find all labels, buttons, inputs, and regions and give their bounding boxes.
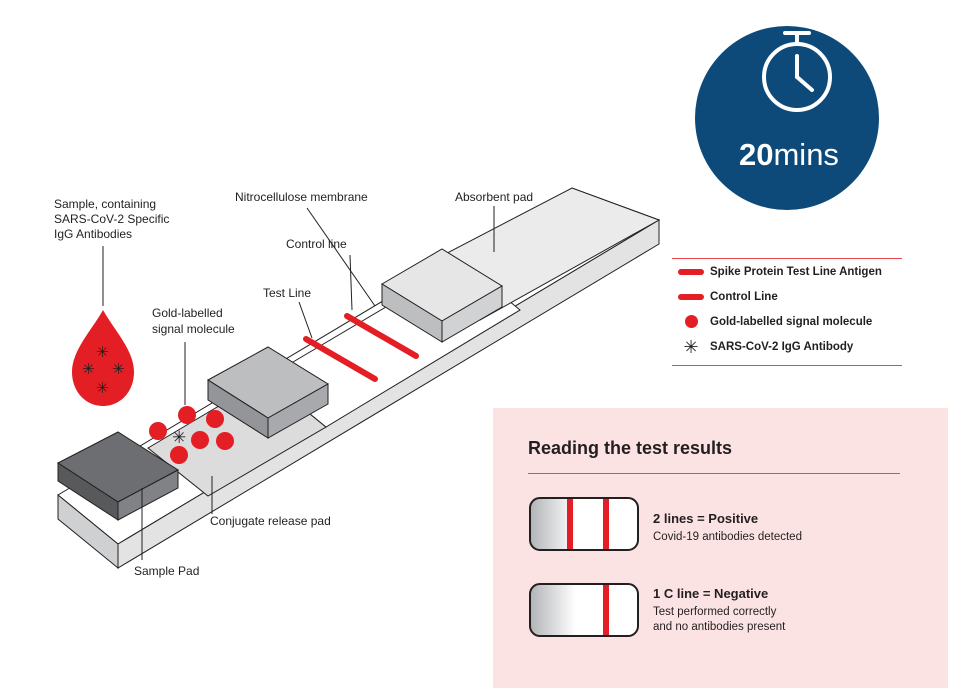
results-rule xyxy=(528,473,900,474)
positive-cassette xyxy=(529,497,639,551)
negative-cassette xyxy=(529,583,639,637)
results-title: Reading the test results xyxy=(528,438,733,458)
test-band xyxy=(567,499,573,549)
positive-heading: 2 lines = Positive xyxy=(653,511,759,526)
absorbent-label: Absorbent pad xyxy=(455,190,533,204)
gold-particles xyxy=(149,406,234,464)
sample-pad-block xyxy=(57,431,179,521)
sample-label-1: Sample, containing xyxy=(54,197,156,211)
legend-label: Control Line xyxy=(710,290,778,303)
control-line-mark xyxy=(344,313,419,359)
negative-desc-2: and no antibodies present xyxy=(653,621,786,633)
legend-item-control-line: Control Line xyxy=(672,284,902,309)
svg-text:✳: ✳ xyxy=(112,360,125,378)
sample-label-3: IgG Antibodies xyxy=(54,227,132,241)
red-line-icon xyxy=(678,268,704,275)
red-dot-icon xyxy=(684,315,698,328)
negative-desc-1: Test performed correctly xyxy=(653,606,777,618)
test-strip: ✳ xyxy=(57,187,661,570)
timer-unit: mins xyxy=(773,137,838,172)
conjugate-block xyxy=(207,346,329,439)
legend-label: Gold-labelled signal molecule xyxy=(710,315,873,328)
control-line-label: Control line xyxy=(286,237,347,251)
legend-item-gold-molecule: Gold-labelled signal molecule xyxy=(672,309,902,334)
control-band xyxy=(603,499,609,549)
sample-pad-label: Sample Pad xyxy=(134,564,199,578)
conjugate-pad-label: Conjugate release pad xyxy=(210,514,331,528)
positive-result: 2 lines = Positive Covid-19 antibodies d… xyxy=(653,511,802,545)
gold-label-2: signal molecule xyxy=(152,322,235,336)
asterisk-icon: ✳ xyxy=(683,336,699,357)
sample-label-2: SARS-CoV-2 Specific xyxy=(54,212,169,226)
timer-badge: 20mins xyxy=(695,26,879,210)
stopwatch-icon xyxy=(762,31,832,112)
legend-item-test-antigen: Spike Protein Test Line Antigen xyxy=(672,259,902,284)
negative-result: 1 C line = Negative Test performed corre… xyxy=(653,586,785,635)
timer-number: 20 xyxy=(739,137,773,172)
negative-heading: 1 C line = Negative xyxy=(653,586,769,601)
legend-rule-top xyxy=(672,258,902,259)
positive-desc-1: Covid-19 antibodies detected xyxy=(653,531,802,543)
antibody-asterisk-icon: ✳ xyxy=(172,428,186,448)
legend-label: Spike Protein Test Line Antigen xyxy=(710,265,882,278)
test-line-mark xyxy=(303,336,378,382)
control-band xyxy=(603,585,609,635)
nitrocellulose-label: Nitrocellulose membrane xyxy=(235,190,368,204)
legend-item-antibody: ✳ SARS-CoV-2 IgG Antibody xyxy=(672,334,902,359)
results-panel: Reading the test results 2 lines = Posit… xyxy=(493,408,948,688)
legend: Spike Protein Test Line Antigen Control … xyxy=(672,258,902,366)
svg-text:✳: ✳ xyxy=(96,379,109,397)
test-line-label: Test Line xyxy=(263,286,311,300)
svg-text:✳: ✳ xyxy=(82,360,95,378)
legend-rule-bottom xyxy=(672,365,902,366)
gold-label-1: Gold-labelled xyxy=(152,306,223,320)
legend-label: SARS-CoV-2 IgG Antibody xyxy=(710,340,854,353)
red-line-icon xyxy=(678,293,704,300)
blood-drop-icon: ✳ ✳ ✳ ✳ xyxy=(72,310,134,406)
absorbent-block xyxy=(381,248,503,343)
svg-text:20mins: 20mins xyxy=(739,137,839,172)
svg-text:✳: ✳ xyxy=(96,343,109,361)
